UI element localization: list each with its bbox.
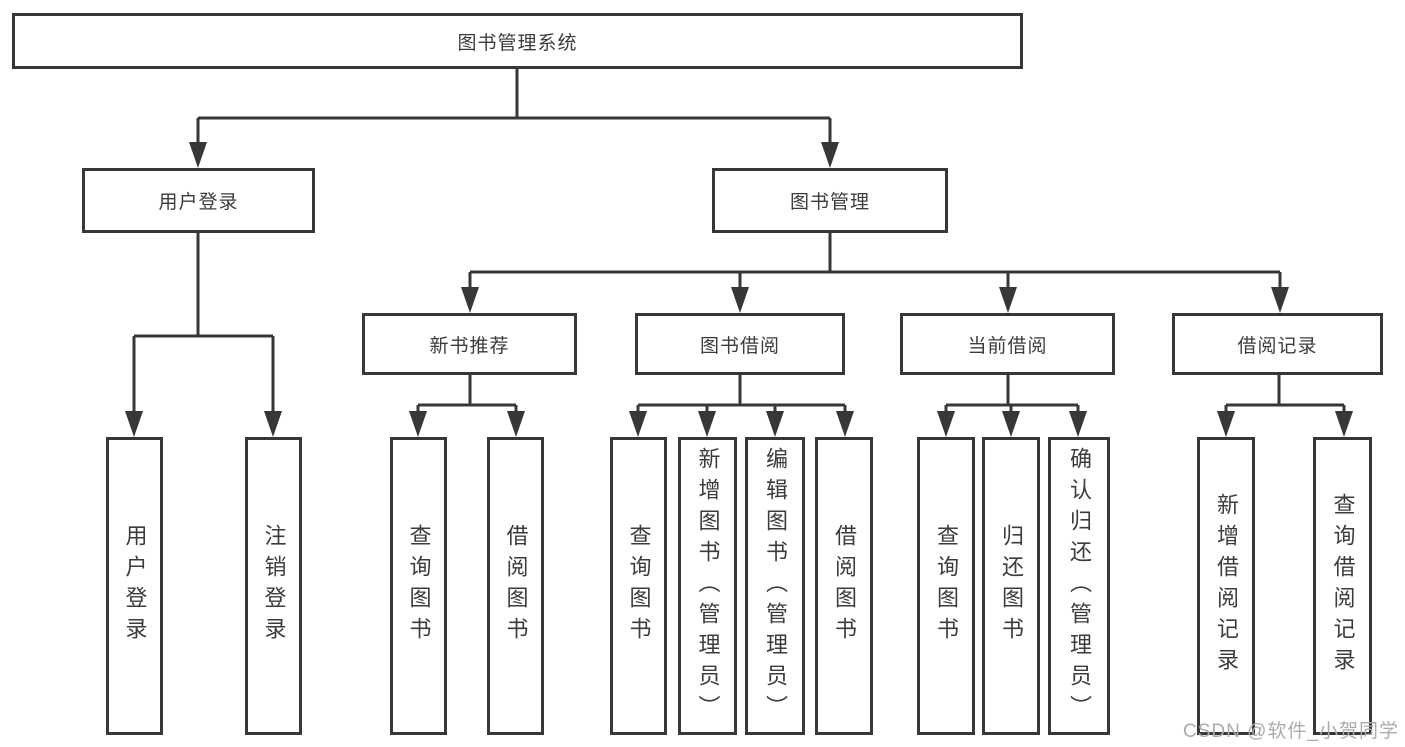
leaf-label: 查询图书: [406, 524, 432, 648]
leaf-label: 编辑图书（管理员）: [763, 446, 788, 726]
leaf-bb-query-books: 查询图书: [610, 437, 667, 735]
leaf-label: 注销登录: [261, 524, 287, 648]
arrowhead-icon: [1069, 411, 1087, 437]
arrowhead-icon: [1217, 411, 1235, 437]
leaf-label: 新增图书（管理员）: [695, 446, 721, 726]
arrowhead-icon: [698, 411, 716, 437]
leaf-label: 查询图书: [626, 524, 652, 648]
arrowhead-icon: [507, 411, 525, 437]
arrowhead-icon: [629, 411, 647, 437]
arrowhead-icon: [999, 287, 1017, 313]
arrowhead-icon: [836, 411, 854, 437]
node-new-book-recommend: 新书推荐: [362, 313, 577, 375]
node-book-borrowing: 图书借阅: [635, 313, 845, 375]
leaf-label: 归还图书: [999, 524, 1024, 648]
leaf-logout: 注销登录: [245, 437, 302, 735]
arrowhead-icon: [189, 142, 207, 168]
leaf-nb-borrow-books: 借阅图书: [487, 437, 544, 735]
arrowhead-icon: [766, 411, 784, 437]
node-user-login: 用户登录: [82, 168, 315, 233]
leaf-cb-confirm-return-admin: 确认归还（管理员）: [1048, 437, 1110, 735]
arrowhead-icon: [264, 411, 282, 437]
node-book-management: 图书管理: [712, 168, 948, 233]
leaf-nb-query-books: 查询图书: [390, 437, 447, 735]
watermark: CSDN @软件_小贺同学: [1183, 721, 1399, 742]
leaf-label: 借阅图书: [503, 524, 529, 648]
leaf-label: 用户登录: [122, 524, 148, 648]
leaf-br-query-record: 查询借阅记录: [1313, 437, 1372, 735]
arrowhead-icon: [937, 411, 955, 437]
arrowhead-icon: [1335, 411, 1353, 437]
leaf-cb-query-books: 查询图书: [917, 437, 975, 735]
arrowhead-icon: [1002, 411, 1020, 437]
node-current-borrowing: 当前借阅: [900, 313, 1115, 375]
leaf-br-add-record: 新增借阅记录: [1197, 437, 1255, 735]
node-borrowing-records: 借阅记录: [1172, 313, 1383, 375]
arrowhead-icon: [125, 411, 143, 437]
arrowhead-icon: [731, 287, 749, 313]
arrowhead-icon: [461, 287, 479, 313]
leaf-user-login: 用户登录: [106, 437, 163, 735]
leaf-bb-edit-books-admin: 编辑图书（管理员）: [745, 437, 805, 735]
arrowhead-icon: [409, 411, 427, 437]
leaf-label: 查询图书: [934, 524, 959, 648]
leaf-cb-return-books: 归还图书: [982, 437, 1040, 735]
leaf-label: 确认归还（管理员）: [1067, 446, 1092, 726]
leaf-bb-add-books-admin: 新增图书（管理员）: [678, 437, 737, 735]
arrowhead-icon: [821, 142, 839, 168]
node-root: 图书管理系统: [12, 13, 1023, 69]
leaf-label: 新增借阅记录: [1214, 493, 1239, 679]
leaf-label: 借阅图书: [832, 524, 857, 648]
arrowhead-icon: [1271, 287, 1289, 313]
leaf-bb-borrow-books: 借阅图书: [815, 437, 873, 735]
leaf-label: 查询借阅记录: [1330, 493, 1356, 679]
